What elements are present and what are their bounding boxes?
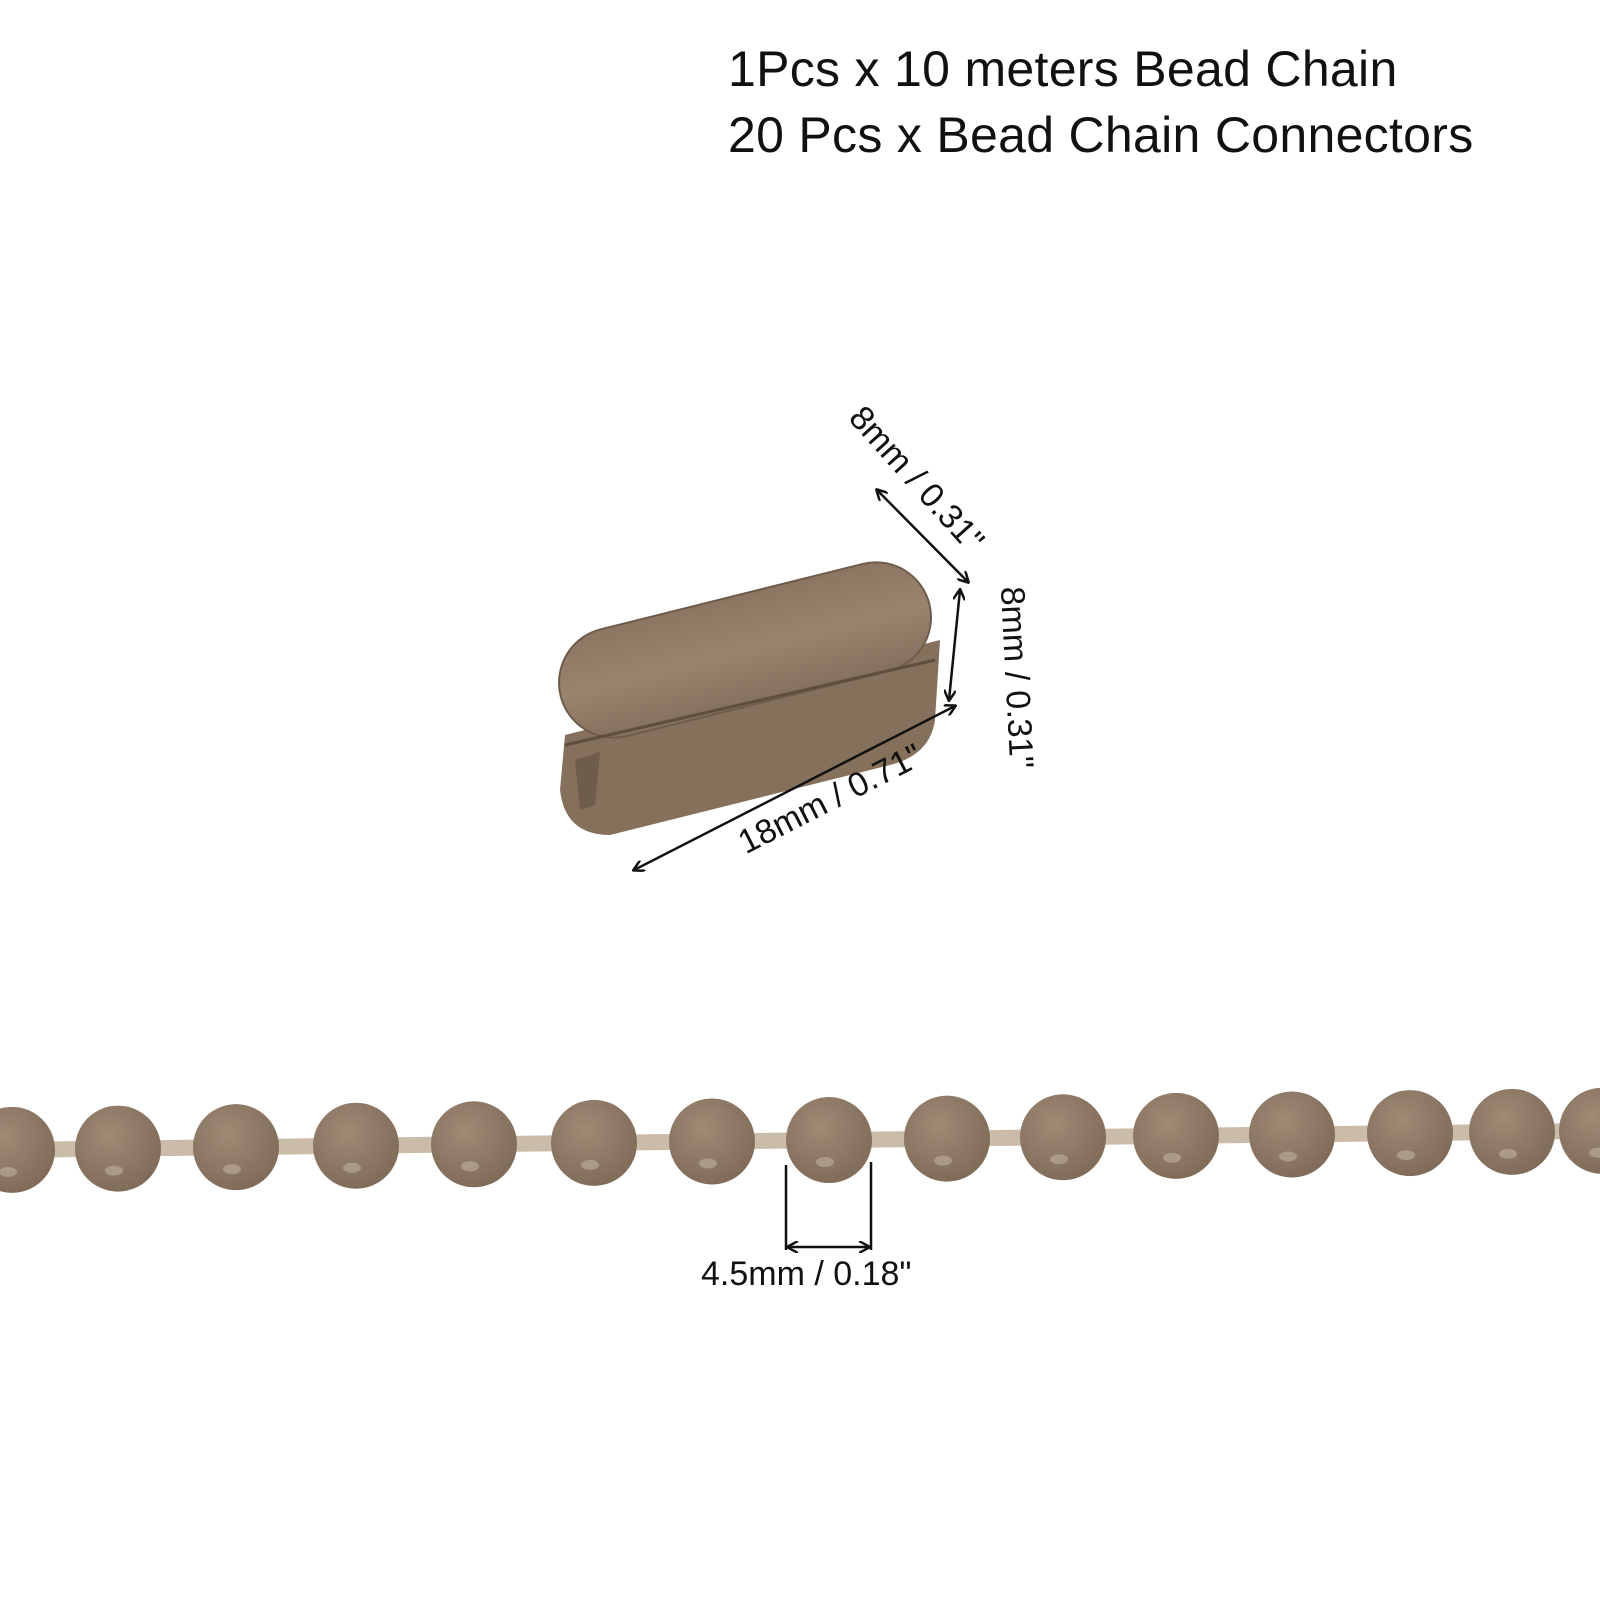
- bead-highlight: [1163, 1152, 1181, 1163]
- chain-bead: [1133, 1092, 1219, 1179]
- width-arrow: [877, 490, 968, 582]
- bead-highlight: [1499, 1148, 1517, 1159]
- bead-highlight: [1279, 1151, 1297, 1162]
- bead-dimension-lines: [784, 1162, 873, 1250]
- length-arrow: [634, 706, 955, 870]
- bead-highlight: [461, 1161, 479, 1172]
- chain-bead: [313, 1102, 399, 1189]
- chain-bead: [1469, 1088, 1555, 1175]
- bead-highlight: [0, 1166, 17, 1177]
- bead-highlight: [343, 1162, 361, 1173]
- chain-bead: [0, 1106, 55, 1193]
- bead-diameter-label: 4.5mm / 0.18": [701, 1255, 912, 1293]
- bead-highlight: [699, 1158, 717, 1169]
- bead-highlight: [1589, 1147, 1600, 1158]
- chain-bead: [1367, 1090, 1453, 1177]
- connector-slot: [575, 752, 600, 810]
- bead-highlight: [816, 1157, 834, 1168]
- chain-bead: [904, 1095, 990, 1182]
- heading-line-1: 1Pcs x 10 meters Bead Chain: [728, 41, 1398, 97]
- chain-bead: [1020, 1094, 1106, 1181]
- chain-bead: [431, 1101, 517, 1188]
- bead-highlight: [581, 1159, 599, 1170]
- bead-highlight: [105, 1165, 123, 1176]
- chain-bead: [551, 1099, 637, 1186]
- chain-bead: [75, 1105, 161, 1192]
- bead-highlight: [934, 1155, 952, 1166]
- bead-chain: [0, 1087, 1600, 1193]
- chain-bead: [786, 1097, 872, 1184]
- bead-highlight: [1397, 1150, 1415, 1161]
- chain-bead: [1559, 1087, 1600, 1174]
- chain-bead: [669, 1098, 755, 1185]
- heading-line-2: 20 Pcs x Bead Chain Connectors: [728, 107, 1474, 163]
- bead-highlight: [223, 1164, 241, 1175]
- height-arrow: [949, 590, 960, 700]
- chain-bead: [193, 1104, 279, 1191]
- chain-bead: [1249, 1091, 1335, 1178]
- bead-highlight: [1050, 1154, 1068, 1165]
